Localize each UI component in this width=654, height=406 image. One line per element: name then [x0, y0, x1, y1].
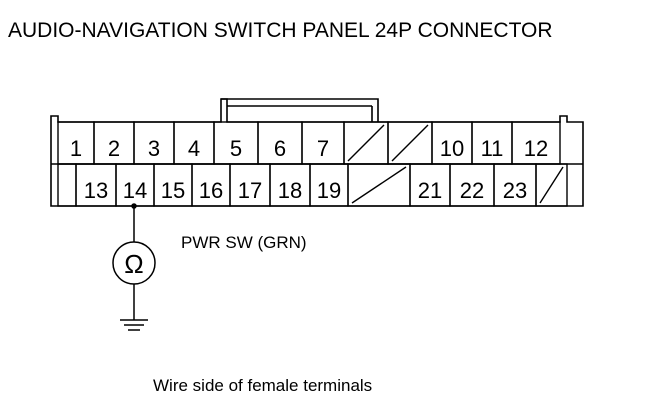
blocked-slash — [351, 166, 407, 204]
pin-number: 7 — [317, 136, 329, 161]
pin-number: 5 — [230, 136, 242, 161]
ohm-symbol: Ω — [124, 249, 143, 279]
pin-3: 3 — [133, 121, 175, 165]
pin-number: 18 — [278, 178, 302, 203]
blocked-slash — [391, 124, 429, 162]
pin-13: 13 — [75, 163, 117, 207]
pin-number: 21 — [418, 178, 442, 203]
pin-number: 3 — [148, 136, 160, 161]
bottom-row: 13 14 15 16 17 18 19 21 22 23 — [57, 163, 568, 207]
pin-15: 15 — [153, 163, 193, 207]
pin-number: 6 — [274, 136, 286, 161]
empty-cavity — [387, 121, 433, 165]
pin-11: 11 — [471, 121, 513, 165]
pin-6: 6 — [257, 121, 303, 165]
pin-14: 14 — [115, 163, 155, 207]
wire-label: PWR SW (GRN) — [181, 233, 307, 252]
pin-number: 16 — [199, 178, 223, 203]
ohmmeter-icon: Ω — [112, 241, 156, 285]
pin-number: 15 — [161, 178, 185, 203]
pin-12: 12 — [511, 121, 561, 165]
pin-number: 19 — [317, 178, 341, 203]
pin-1: 1 — [57, 121, 95, 165]
empty-cavity — [343, 121, 389, 165]
blocked-slash — [539, 166, 564, 204]
pin-16: 16 — [191, 163, 231, 207]
pin-number: 22 — [460, 178, 484, 203]
pin-number: 12 — [524, 136, 548, 161]
pin-number: 4 — [188, 136, 200, 161]
pin-5: 5 — [213, 121, 259, 165]
pin-number: 11 — [481, 136, 504, 161]
ground-icon — [120, 284, 148, 331]
pin-number: 17 — [238, 178, 262, 203]
pin-7: 7 — [301, 121, 345, 165]
pin-21: 21 — [409, 163, 451, 207]
pin-number: 14 — [123, 178, 147, 203]
pin-2: 2 — [93, 121, 135, 165]
pin-number: 13 — [84, 178, 108, 203]
pin-18: 18 — [269, 163, 311, 207]
pin-number: 2 — [108, 136, 120, 161]
pin-number: 23 — [503, 178, 527, 203]
pin-17: 17 — [229, 163, 271, 207]
empty-cavity — [535, 163, 568, 207]
pin-19: 19 — [309, 163, 349, 207]
empty-cavity — [347, 163, 411, 207]
caption: Wire side of female terminals — [153, 376, 372, 395]
pin-number: 1 — [70, 136, 82, 161]
pin-number: 10 — [440, 136, 464, 161]
pin-22: 22 — [449, 163, 495, 207]
blocked-slash — [347, 124, 385, 162]
pin-4: 4 — [173, 121, 215, 165]
pin-23: 23 — [493, 163, 537, 207]
pin-10: 10 — [431, 121, 473, 165]
empty-cavity — [57, 163, 77, 207]
diagram-title: AUDIO-NAVIGATION SWITCH PANEL 24P CONNEC… — [8, 19, 553, 42]
test-lead — [131, 203, 137, 242]
